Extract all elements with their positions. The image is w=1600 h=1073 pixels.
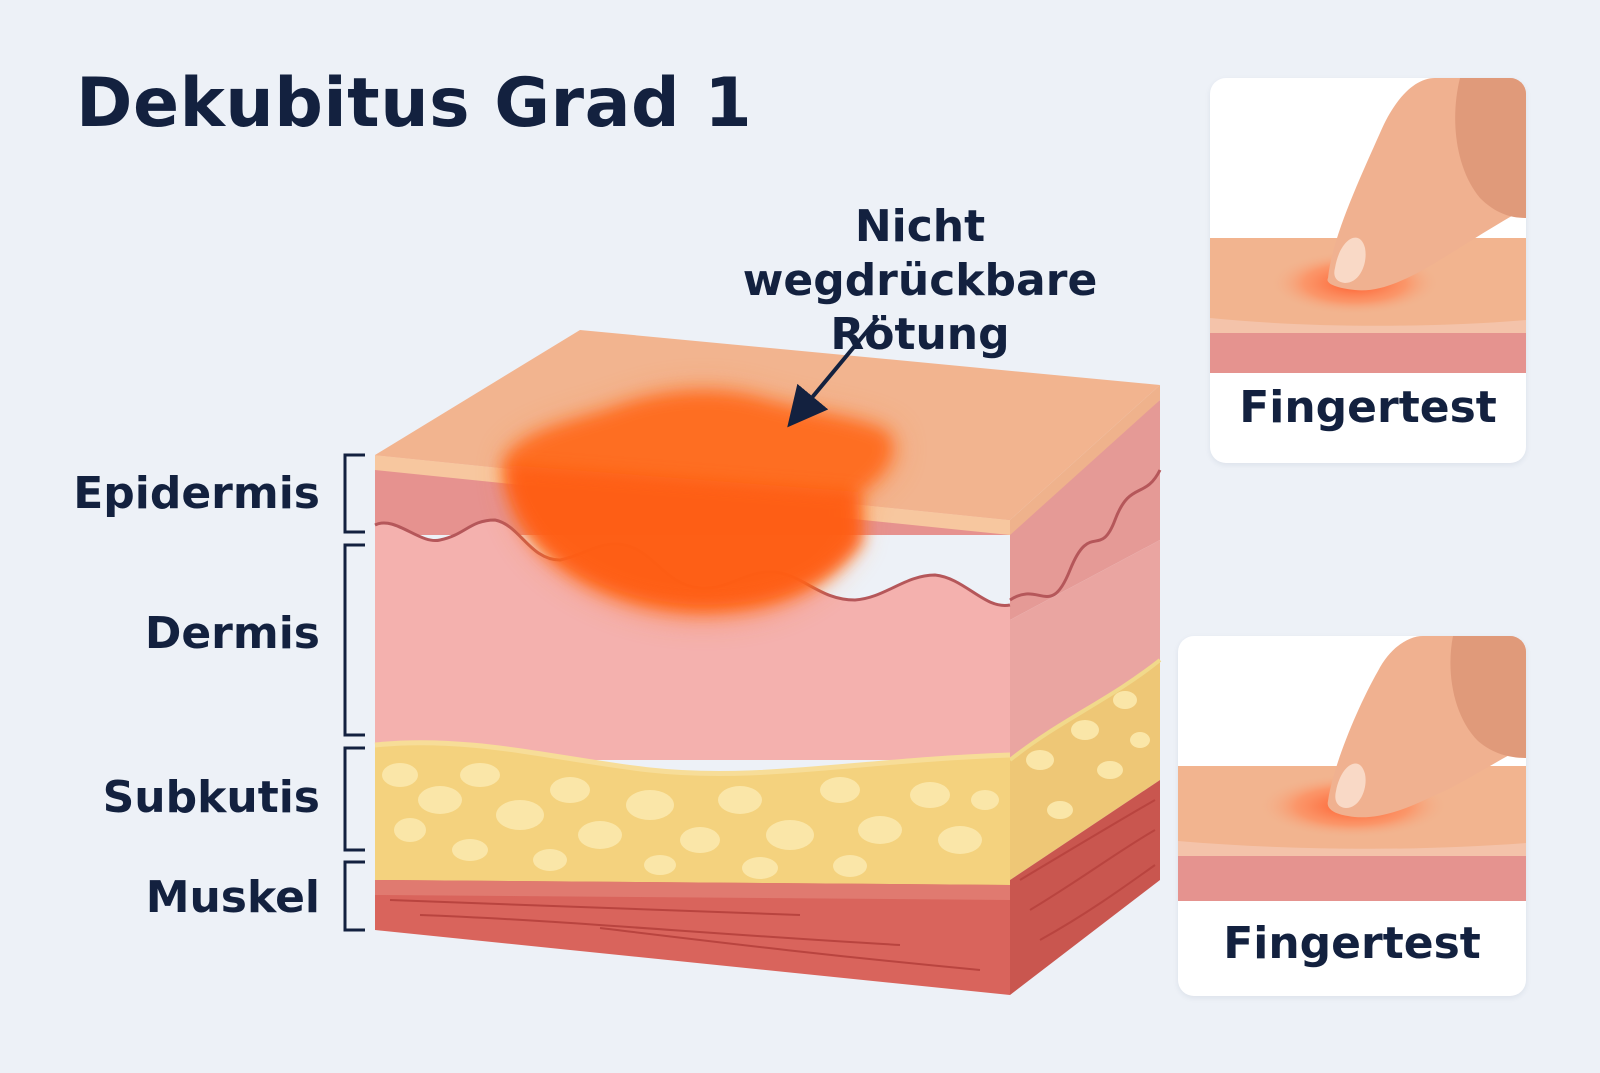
label-muskel: Muskel	[145, 872, 320, 923]
redness-area	[505, 388, 899, 620]
bracket-epidermis	[343, 453, 365, 534]
fingertest-card-top: Fingertest	[1210, 78, 1526, 463]
callout-line-1: Nicht wegdrückbare	[742, 201, 1098, 306]
label-subkutis: Subkutis	[102, 772, 320, 823]
block-side-face	[1008, 400, 1162, 995]
fat-cells	[382, 691, 1150, 879]
callout-arrow	[787, 316, 880, 428]
label-epidermis: Epidermis	[73, 468, 320, 519]
fingertest-illustration-top	[1210, 78, 1526, 373]
label-dermis: Dermis	[144, 608, 320, 659]
fingertest-label-top: Fingertest	[1239, 382, 1497, 433]
fingertest-label-bottom: Fingertest	[1223, 918, 1481, 969]
page-title: Dekubitus Grad 1	[76, 64, 753, 143]
bracket-subkutis	[343, 746, 365, 852]
layer-brackets	[343, 453, 365, 932]
fingertest-card-bottom: Fingertest	[1178, 636, 1526, 996]
bracket-dermis	[343, 543, 365, 737]
redness-callout: Nicht wegdrückbare Rötung	[680, 200, 1160, 362]
bracket-muskel	[343, 860, 365, 932]
muscle-fibers	[389, 799, 1156, 971]
callout-line-2: Rötung	[830, 309, 1010, 360]
fingertest-illustration-bottom	[1178, 636, 1526, 901]
